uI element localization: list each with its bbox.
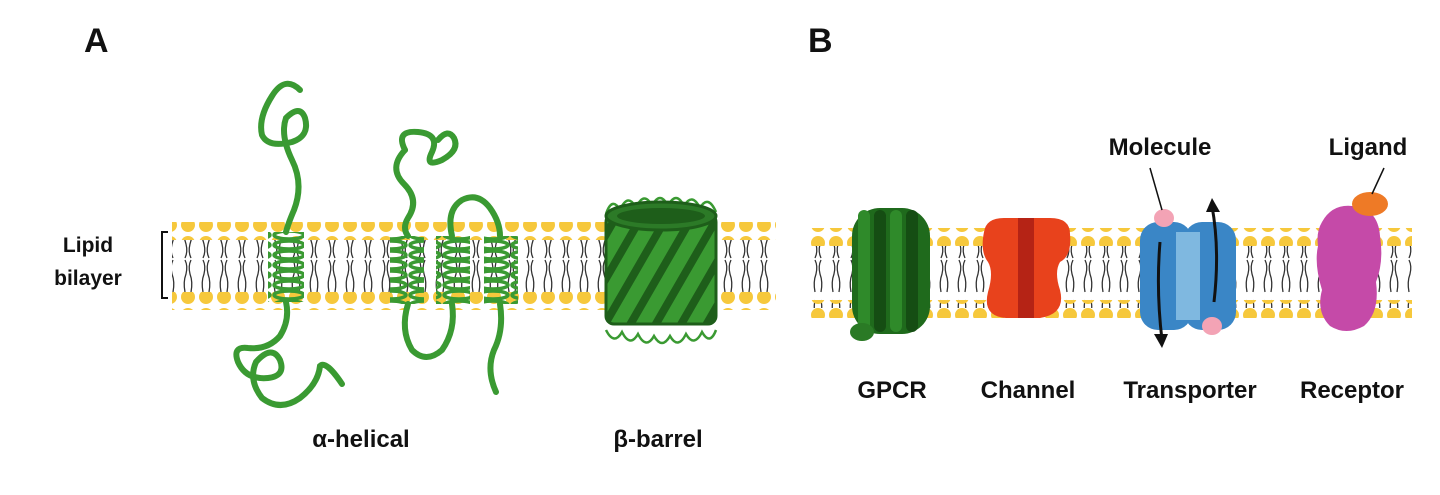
beta-barrel-label: β-barrel [613, 426, 702, 453]
bilayer-label-line2: bilayer [54, 267, 122, 290]
ligand-pointer [1371, 167, 1385, 195]
alpha-helical-label: α-helical [312, 426, 409, 453]
gpcr-label: GPCR [857, 377, 926, 404]
receptor-label: Receptor [1300, 377, 1404, 404]
molecule-top [1154, 209, 1174, 227]
receptor-protein [1316, 167, 1388, 331]
molecule-pointer [1149, 167, 1163, 211]
molecule-label: Molecule [1109, 134, 1212, 161]
bilayer-label-line1: Lipid [63, 234, 113, 257]
transporter-protein [1140, 167, 1236, 348]
alpha-helical-protein-1 [233, 80, 345, 408]
panel-a: A Lipid bilayer [54, 22, 776, 453]
transport-arrow-down [1156, 241, 1164, 341]
panel-b-letter: B [808, 22, 833, 60]
panel-a-letter: A [84, 22, 109, 60]
alpha-helical-protein-2 [390, 128, 518, 395]
ligand-label: Ligand [1329, 134, 1408, 161]
panel-b: B [808, 22, 1412, 404]
beta-barrel [604, 196, 718, 345]
transporter-label: Transporter [1123, 377, 1256, 404]
channel-label: Channel [981, 377, 1076, 404]
molecule-bottom [1202, 317, 1222, 335]
transport-arrow-up [1210, 205, 1219, 303]
gpcr-protein [850, 208, 930, 341]
channel-protein [982, 218, 1071, 318]
ligand-shape [1352, 192, 1388, 216]
bilayer-bracket [161, 231, 168, 299]
